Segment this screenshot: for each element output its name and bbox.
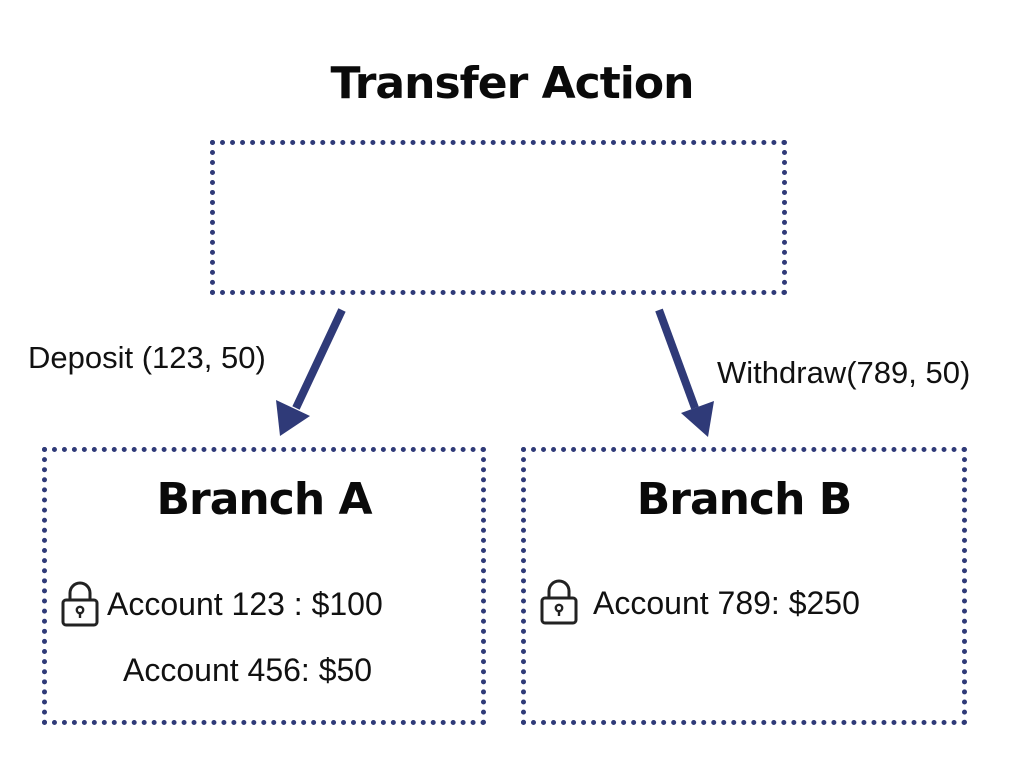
branch-b-box: Branch B Account 789: $250	[521, 447, 967, 725]
account-123-text: Account 123 : $100	[107, 586, 383, 622]
branch-a-box: Branch A Account 123 : $100 Account 456:…	[42, 447, 486, 725]
withdraw-label: Withdraw(789, 50)	[717, 355, 971, 390]
diagram-title: Transfer Action	[330, 58, 695, 109]
transfer-action-box	[210, 140, 787, 295]
branch-a-title: Branch A	[156, 474, 372, 525]
arrow-withdraw-shaft	[655, 308, 699, 410]
arrow-withdraw	[655, 308, 714, 437]
lock-icon	[61, 581, 99, 627]
account-789-text: Account 789: $250	[593, 585, 860, 621]
lock-icon	[540, 579, 578, 625]
branch-b-title: Branch B	[636, 474, 853, 525]
deposit-label: Deposit (123, 50)	[28, 340, 266, 375]
arrow-withdraw-head	[681, 401, 714, 437]
arrow-deposit	[276, 308, 346, 436]
account-456-text: Account 456: $50	[123, 652, 373, 688]
arrow-deposit-head	[276, 400, 310, 436]
arrow-deposit-shaft	[292, 308, 346, 410]
